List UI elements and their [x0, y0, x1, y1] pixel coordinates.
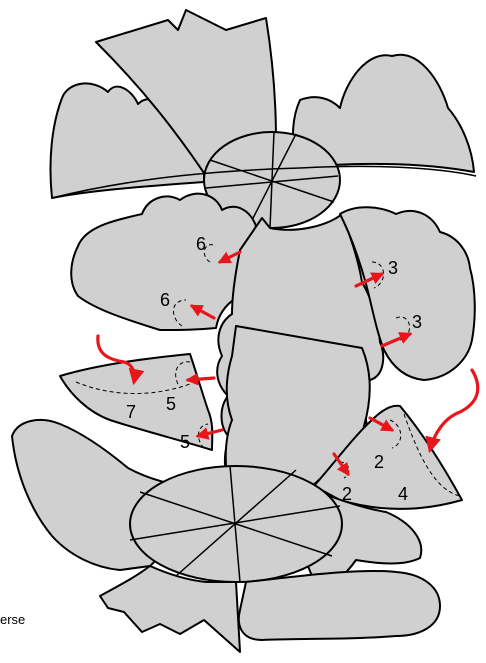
bottom-right-long	[237, 569, 441, 641]
top-oval-spokes	[205, 131, 339, 229]
left-lower-piece	[59, 353, 214, 451]
arrow-right-curved	[425, 368, 480, 454]
arrow-6-top	[217, 250, 242, 264]
label-7: 7	[126, 402, 136, 422]
cropped-caption: erse	[0, 612, 25, 627]
right-lower-piece	[313, 404, 463, 510]
right-mid-piece	[339, 206, 476, 381]
label-6-top: 6	[196, 234, 206, 254]
label-3-bottom: 3	[412, 312, 422, 332]
label-5-bottom: 5	[180, 432, 190, 452]
arrow-2-right	[368, 416, 395, 432]
label-5-top: 5	[166, 394, 176, 414]
arrow-3-bottom	[380, 332, 413, 348]
arrow-left-curved	[96, 334, 145, 386]
label-6-bottom: 6	[160, 290, 170, 310]
bottom-oval-spokes	[129, 465, 341, 583]
arrow-3-top	[354, 272, 385, 288]
label-2-left: 2	[342, 484, 352, 504]
arrow-5-top	[185, 372, 216, 386]
left-mid-dashed-1	[203, 244, 217, 263]
label-2-right: 2	[374, 452, 384, 472]
top-sweep-curve	[51, 165, 477, 199]
left-lower-dashed-1	[175, 361, 191, 385]
left-mid-dashed-2	[173, 299, 187, 327]
right-lower-dashed-2	[403, 413, 461, 497]
label-3-top: 3	[388, 258, 398, 278]
bottom-fan	[99, 565, 241, 653]
left-lower-dashed-arc	[75, 381, 191, 395]
arrow-2-left	[332, 452, 350, 477]
arrow-5-bottom	[195, 427, 224, 440]
arrow-6-bottom	[189, 304, 216, 320]
label-4: 4	[398, 484, 408, 504]
right-mid-dashed-2	[395, 316, 410, 341]
